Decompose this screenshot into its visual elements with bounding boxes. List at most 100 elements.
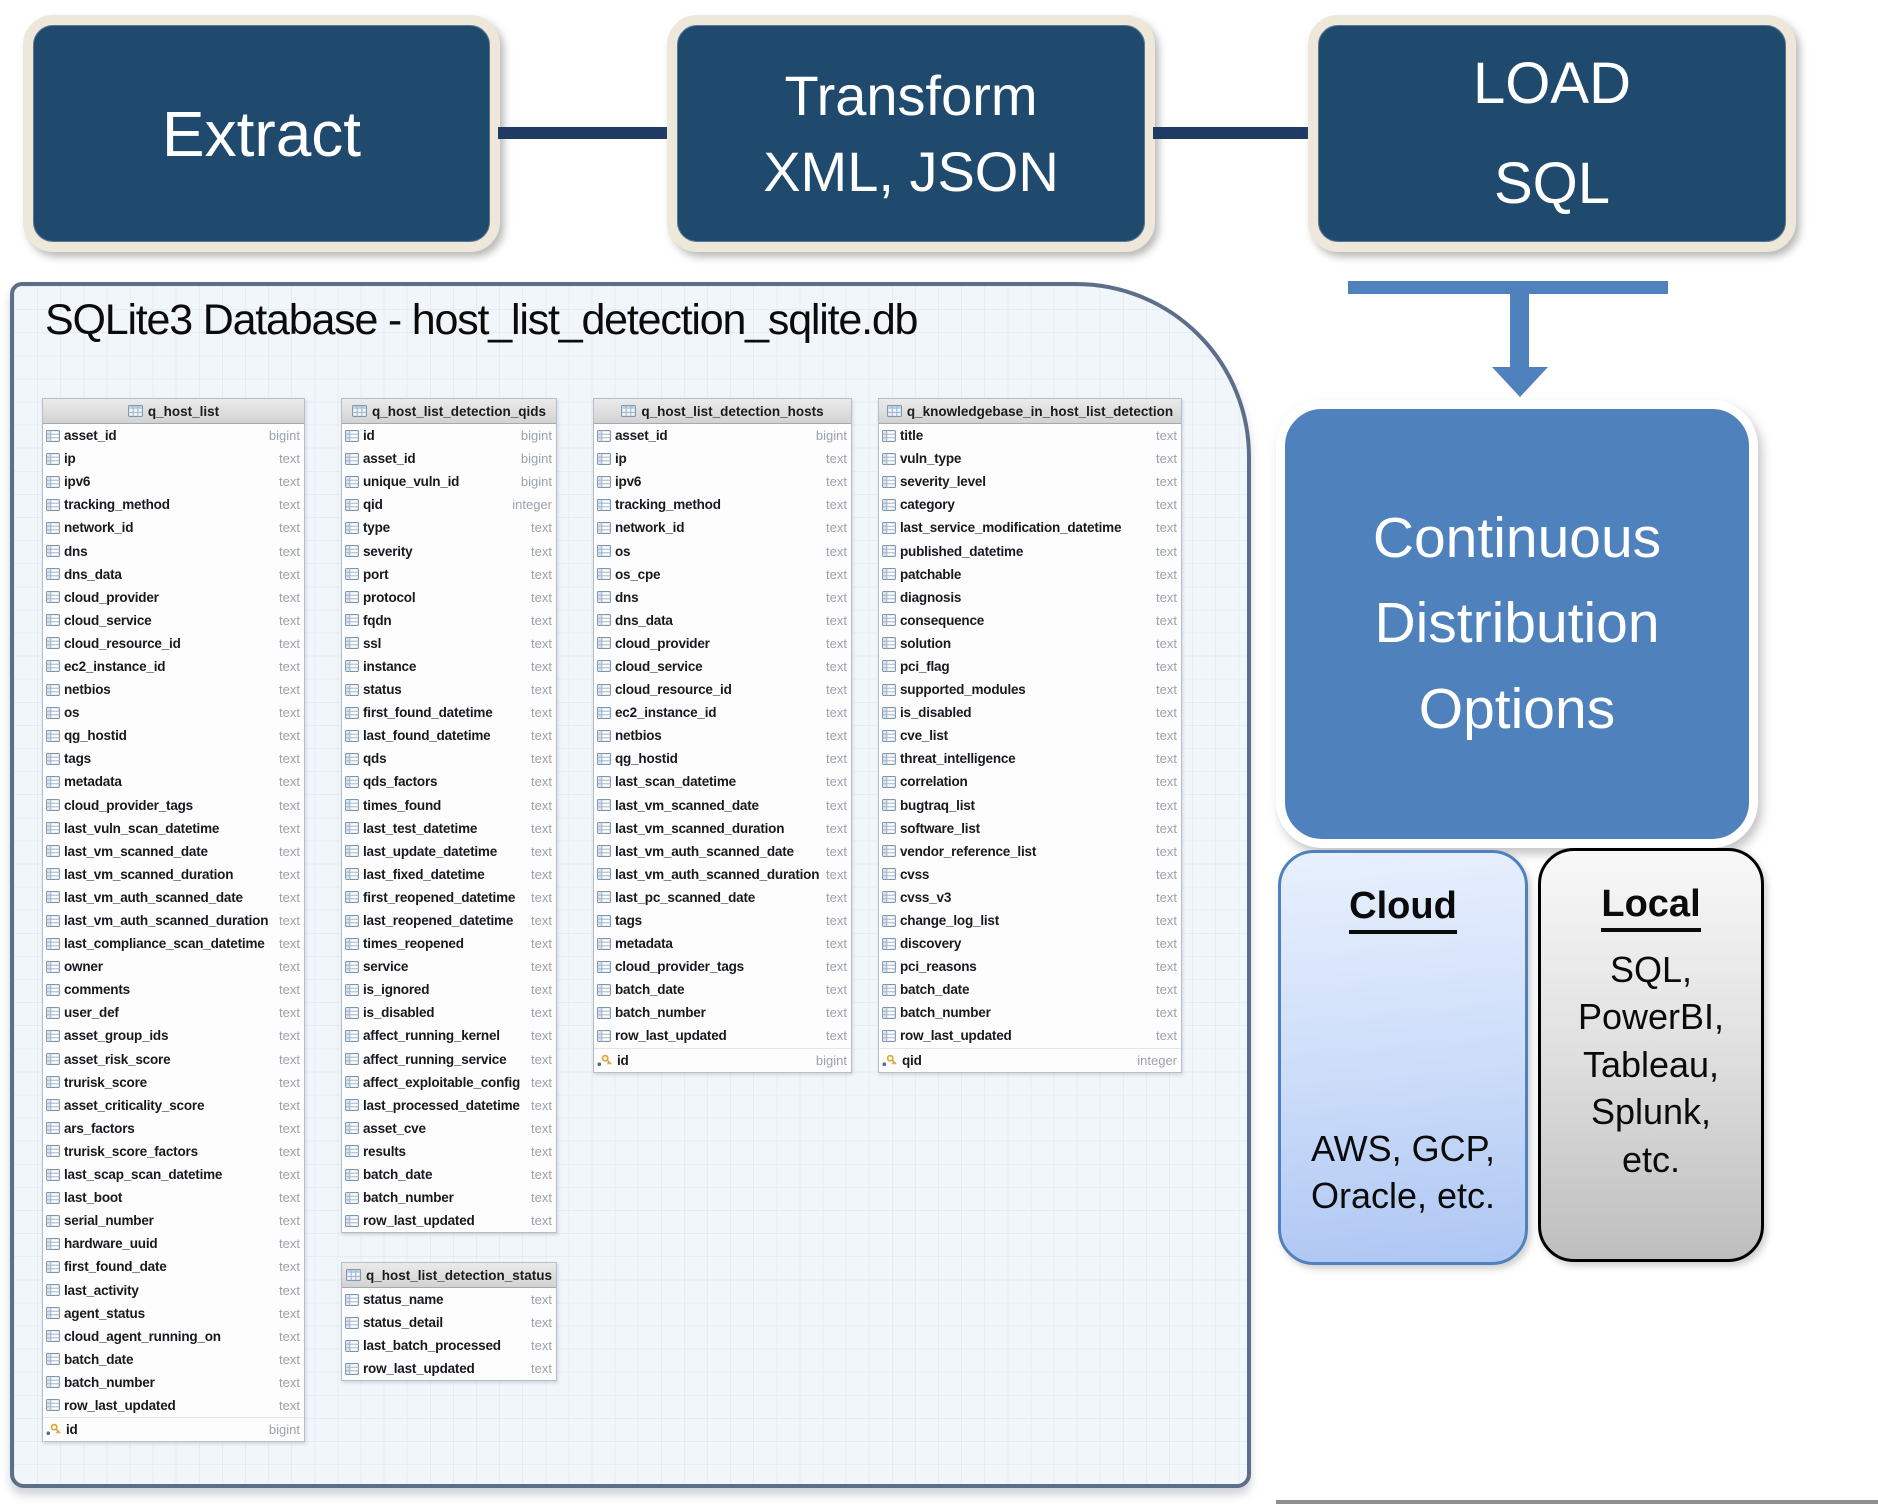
- connector-transform-load: [1153, 127, 1310, 139]
- column-type: text: [826, 566, 847, 582]
- column-name: patchable: [900, 566, 962, 582]
- column-name: trurisk_score_factors: [64, 1143, 198, 1159]
- column-icon: [597, 568, 611, 581]
- db-table-header: q_host_list_detection_hosts: [594, 399, 851, 424]
- column-icon: [882, 845, 896, 858]
- column-name: asset_id: [615, 428, 668, 444]
- column-name: times_reopened: [363, 936, 464, 952]
- column-type: text: [279, 474, 300, 490]
- column-icon: [345, 637, 359, 650]
- db-column-row: affect_running_kernel text: [342, 1024, 556, 1047]
- column-name: bugtraq_list: [900, 797, 975, 813]
- column-name: last_batch_processed: [363, 1338, 501, 1354]
- column-type: text: [279, 889, 300, 905]
- table-icon: [621, 405, 637, 417]
- column-type: text: [279, 1282, 300, 1298]
- column-icon: [46, 983, 60, 996]
- column-name: tags: [615, 913, 642, 929]
- column-name: vuln_type: [900, 451, 962, 467]
- column-name: status_detail: [363, 1315, 443, 1331]
- column-icon: [597, 475, 611, 488]
- column-type: text: [826, 866, 847, 882]
- column-name: last_scap_scan_datetime: [64, 1167, 223, 1183]
- db-table-header: q_knowledgebase_in_host_list_detection: [879, 399, 1181, 424]
- column-name: cloud_service: [615, 658, 703, 674]
- column-type: text: [1156, 774, 1177, 790]
- column-name: batch_date: [900, 982, 970, 998]
- column-icon: [597, 614, 611, 627]
- column-type: text: [279, 566, 300, 582]
- column-icon: [882, 637, 896, 650]
- column-name: affect_running_service: [363, 1051, 507, 1067]
- column-name: dns_data: [615, 612, 673, 628]
- column-name: tracking_method: [64, 497, 170, 513]
- column-name: ec2_instance_id: [615, 705, 717, 721]
- column-name: batch_number: [900, 1005, 991, 1021]
- column-icon: [882, 429, 896, 442]
- column-name: asset_criticality_score: [64, 1097, 205, 1113]
- column-type: text: [279, 1259, 300, 1275]
- column-name: last_found_datetime: [363, 728, 491, 744]
- column-icon: [46, 1076, 60, 1089]
- column-name: last_processed_datetime: [363, 1097, 520, 1113]
- column-icon: [597, 429, 611, 442]
- text-line: Distribution: [1374, 591, 1660, 656]
- column-name: last_vm_auth_scanned_duration: [615, 866, 820, 882]
- column-icon: [345, 1316, 359, 1329]
- column-icon: [46, 1030, 60, 1042]
- column-icon: [345, 1076, 359, 1089]
- column-icon: [46, 891, 60, 904]
- column-name: status_name: [363, 1292, 444, 1308]
- column-icon: [882, 729, 896, 742]
- column-name: protocol: [363, 589, 416, 605]
- column-icon: [345, 914, 359, 927]
- column-type: text: [826, 982, 847, 998]
- column-name: qg_hostid: [615, 751, 678, 767]
- column-icon: [345, 683, 359, 696]
- column-icon: [345, 937, 359, 950]
- column-icon: [345, 660, 359, 673]
- table-icon: [127, 405, 143, 417]
- column-icon: [882, 776, 896, 788]
- column-icon: [882, 937, 896, 950]
- column-type: text: [279, 751, 300, 767]
- column-icon: [882, 452, 896, 465]
- column-icon: [597, 891, 611, 904]
- column-name: comments: [64, 982, 130, 998]
- column-type: text: [826, 889, 847, 905]
- column-type: text: [531, 1051, 552, 1067]
- column-icon: [46, 1053, 60, 1066]
- column-name: batch_number: [64, 1374, 155, 1390]
- column-type: text: [1156, 658, 1177, 674]
- table-icon: [346, 1269, 361, 1281]
- column-type: text: [531, 1028, 552, 1044]
- column-name: affect_running_kernel: [363, 1028, 500, 1044]
- column-name: port: [363, 566, 389, 582]
- db-table-name: q_host_list: [147, 403, 220, 419]
- column-type: text: [1156, 866, 1177, 882]
- column-icon: [882, 1030, 896, 1042]
- column-name: cve_list: [900, 728, 948, 744]
- column-type: text: [531, 1074, 552, 1090]
